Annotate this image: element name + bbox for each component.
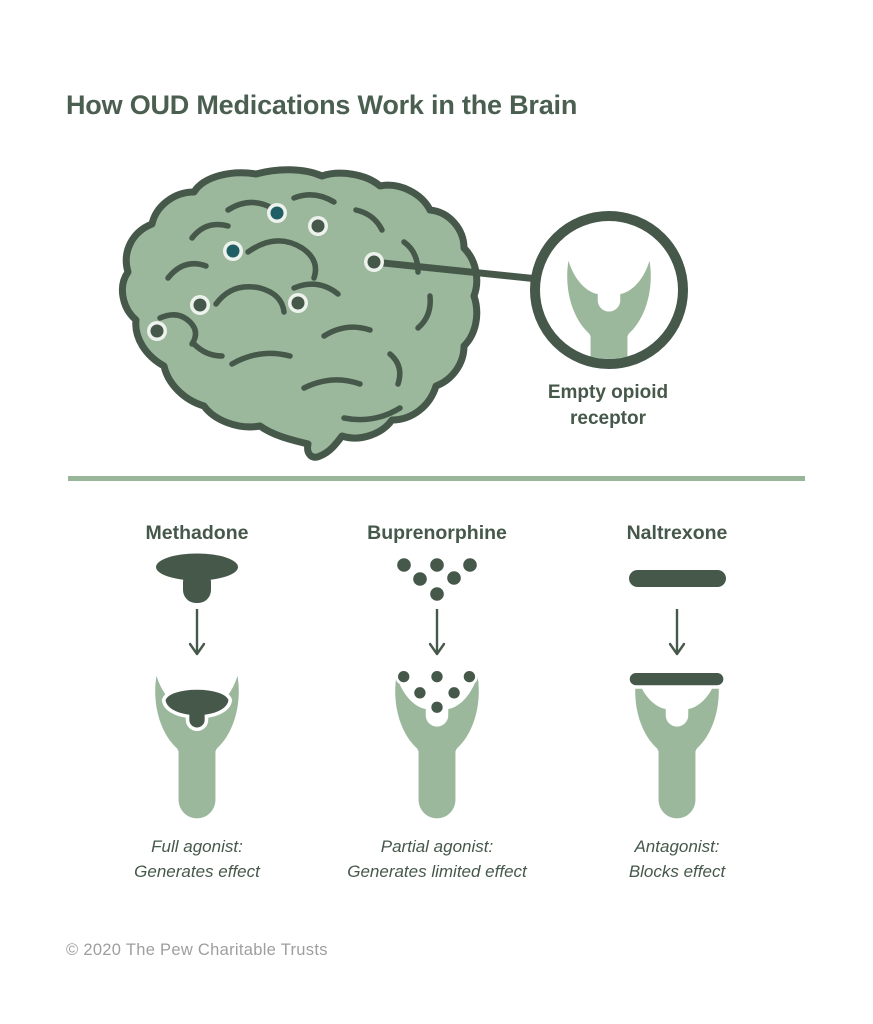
blocking-bar-icon	[626, 669, 727, 689]
bound-full-agonist-icon	[161, 686, 233, 732]
section-divider	[68, 476, 805, 481]
brain-gyri-lines	[157, 192, 433, 423]
brain-hero-graphic	[118, 166, 688, 461]
column-methadone: Methadone Full agonist: Generates effect	[87, 520, 307, 884]
column-buprenorphine: Buprenorphine	[327, 520, 547, 884]
down-arrow-icon	[668, 609, 686, 656]
antagonist-blocker-bar-icon	[628, 570, 726, 587]
bound-partial-agonist-icon	[395, 668, 478, 716]
down-arrow-icon	[428, 609, 446, 656]
medication-name: Methadone	[145, 522, 249, 544]
medication-name: Naltrexone	[626, 522, 728, 544]
receptor-site-dots	[147, 203, 384, 341]
empty-receptor-label: Empty opioid receptor	[547, 382, 669, 429]
partial-agonist-molecules-icon	[397, 558, 477, 601]
mechanism-caption: Full agonist: Generates effect	[134, 837, 260, 881]
opioid-receptor-icon	[626, 669, 727, 819]
copyright-notice: © 2020 The Pew Charitable Trusts	[66, 941, 328, 959]
callout-line	[370, 258, 542, 283]
medication-name: Buprenorphine	[367, 522, 507, 544]
opioid-receptor-icon	[155, 675, 239, 819]
mechanism-caption: Partial agonist: Generates limited effec…	[347, 837, 527, 881]
brain-illustration	[118, 166, 481, 461]
mechanism-caption: Antagonist: Blocks effect	[628, 837, 726, 881]
magnifier-circle-icon	[530, 211, 688, 369]
down-arrow-icon	[188, 609, 206, 656]
column-naltrexone: Naltrexone Antagonist: Blocks effect	[567, 520, 787, 884]
full-agonist-molecule-icon	[156, 553, 238, 603]
empty-opioid-receptor-icon	[567, 260, 651, 359]
page-title: How OUD Medications Work in the Brain	[66, 90, 578, 120]
opioid-receptor-icon	[395, 668, 479, 819]
